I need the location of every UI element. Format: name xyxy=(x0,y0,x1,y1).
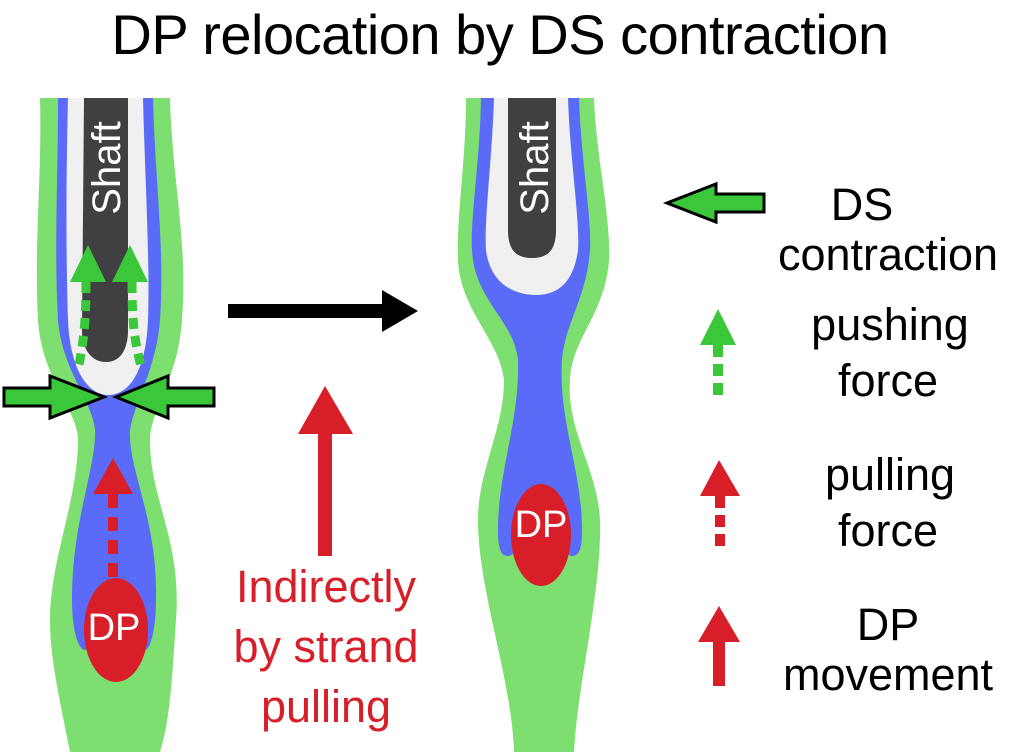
legend-label-dp: DP xyxy=(857,599,920,650)
transition-arrow-shaft xyxy=(228,304,388,318)
left-dp-label: DP xyxy=(88,607,141,649)
right-follicle: Shaft DP xyxy=(457,98,610,752)
middle-annotation-line-3: pulling xyxy=(261,681,391,732)
legend: DS contraction pushing force pulling for… xyxy=(662,179,998,700)
left-dp xyxy=(84,578,148,682)
middle-dp-movement-arrow xyxy=(298,386,353,556)
legend-label-force-2: force xyxy=(838,505,938,556)
middle-annotation-line-1: Indirectly xyxy=(236,561,417,612)
left-shaft-label: Shaft xyxy=(85,121,129,214)
push-arrowhead-left xyxy=(70,245,106,282)
middle-arrow-shaft xyxy=(318,432,332,556)
legend-item-pulling-force: pulling force xyxy=(700,449,955,556)
push-arrowhead-right xyxy=(112,245,148,282)
left-pulling-force-arrow xyxy=(93,458,133,592)
push-arrow-shaft-right xyxy=(127,281,147,372)
dp-movement-arrow-shaft xyxy=(713,640,725,686)
legend-label-ds: DS xyxy=(831,179,894,230)
legend-label-movement: movement xyxy=(783,649,994,700)
legend-label-pushing: pushing xyxy=(811,299,969,350)
legend-label-force-1: force xyxy=(838,355,938,406)
left-follicle: Shaft DP xyxy=(2,98,216,752)
left-pushing-force-arrows xyxy=(70,245,148,372)
pull-arrowhead xyxy=(93,458,133,494)
transition-arrow xyxy=(228,290,418,332)
legend-item-ds-contraction: DS contraction xyxy=(662,179,998,280)
legend-item-pushing-force: pushing force xyxy=(700,299,969,406)
right-dp-label: DP xyxy=(515,504,568,546)
contraction-arrow-icon xyxy=(662,181,766,225)
diagram-title: DP relocation by DS contraction xyxy=(111,3,889,66)
right-shaft-label: Shaft xyxy=(513,121,557,214)
pulling-force-arrow-icon xyxy=(700,460,740,496)
right-shaft xyxy=(508,98,556,258)
middle-annotation: Indirectly by strand pulling xyxy=(233,561,418,732)
left-shaft xyxy=(82,98,128,362)
contraction-arrow-right-pointing xyxy=(2,373,109,421)
pushing-force-arrow-icon xyxy=(700,309,736,345)
transition-arrowhead xyxy=(382,290,418,332)
dp-movement-arrow-icon xyxy=(698,606,740,642)
right-dp xyxy=(511,484,571,586)
legend-item-dp-movement: DP movement xyxy=(698,599,994,700)
legend-label-pulling: pulling xyxy=(825,449,955,500)
legend-label-contraction: contraction xyxy=(778,229,998,280)
contraction-arrow-left-pointing xyxy=(111,373,216,421)
middle-annotation-line-2: by strand xyxy=(233,621,418,672)
left-contraction-arrows xyxy=(2,373,216,421)
push-arrow-shaft-left xyxy=(73,281,91,371)
middle-arrowhead xyxy=(298,386,353,434)
